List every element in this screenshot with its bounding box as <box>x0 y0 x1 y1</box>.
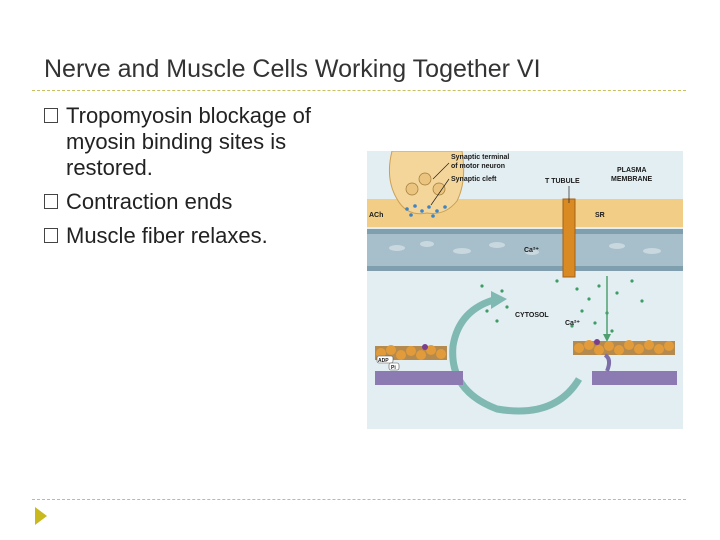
leader-line <box>432 162 450 180</box>
label-plasma-membrane-1: PLASMA <box>617 167 647 174</box>
label-synaptic-terminal-1: Synaptic terminal <box>451 154 509 161</box>
calcium-ions <box>480 279 644 333</box>
muscle-contraction-figure: Synaptic terminal of motor neuron Synapt… <box>367 151 683 429</box>
bullet-box-icon <box>44 228 58 243</box>
ca-release-arrowhead <box>603 334 611 342</box>
leader-line <box>430 178 450 206</box>
sr-tube <box>367 229 683 271</box>
sr-tube-edge <box>367 266 683 271</box>
vesicle-icon <box>418 172 432 186</box>
bullet-list: Tropomyosin blockage of myosin binding s… <box>44 103 344 257</box>
label-plasma-membrane-2: MEMBRANE <box>611 176 653 183</box>
bullet-text: Contraction ends <box>66 189 233 214</box>
label-adp: ADP <box>378 358 389 364</box>
bullet-item: Muscle fiber relaxes. <box>44 223 344 249</box>
label-ca-bottom: Ca²⁺ <box>565 320 580 327</box>
thin-filament-right <box>573 339 675 355</box>
label-pi: Pi <box>391 365 396 371</box>
label-sr: SR <box>595 212 605 219</box>
label-cytosol: CYTOSOL <box>515 312 549 319</box>
label-synaptic-cleft: Synaptic cleft <box>451 176 497 183</box>
thin-filament-left <box>375 344 447 360</box>
ca-cycle-arrowhead <box>491 291 507 309</box>
ca-cycle-arrow-path <box>449 295 583 415</box>
pi-tag <box>388 362 400 371</box>
slide-title: Nerve and Muscle Cells Working Together … <box>44 55 541 83</box>
ach-molecules <box>405 204 447 218</box>
label-t-tubule: T TUBULE <box>545 178 580 185</box>
footer-divider <box>32 499 686 500</box>
vesicle-icon <box>432 182 446 196</box>
title-divider <box>32 90 686 91</box>
bullet-item: Contraction ends <box>44 189 344 215</box>
bullet-box-icon <box>44 108 58 123</box>
adp-tag <box>376 355 394 364</box>
label-ca-top: Ca²⁺ <box>524 247 539 254</box>
t-tubule <box>562 198 576 278</box>
bullet-box-icon <box>44 194 58 209</box>
thick-filament-right <box>592 371 677 385</box>
thick-filament-left <box>375 371 463 385</box>
label-ach: ACh <box>369 212 383 219</box>
sr-tube-edge <box>367 229 683 234</box>
bullet-item: Tropomyosin blockage of myosin binding s… <box>44 103 344 181</box>
label-synaptic-terminal-2: of motor neuron <box>451 163 505 170</box>
bullet-text: Tropomyosin blockage of myosin binding s… <box>66 103 311 180</box>
play-arrow-icon[interactable] <box>35 507 47 525</box>
bullet-text: Muscle fiber relaxes. <box>66 223 268 248</box>
myosin-head <box>603 353 612 372</box>
sr-texture <box>389 241 661 255</box>
vesicle-icon <box>405 182 419 196</box>
